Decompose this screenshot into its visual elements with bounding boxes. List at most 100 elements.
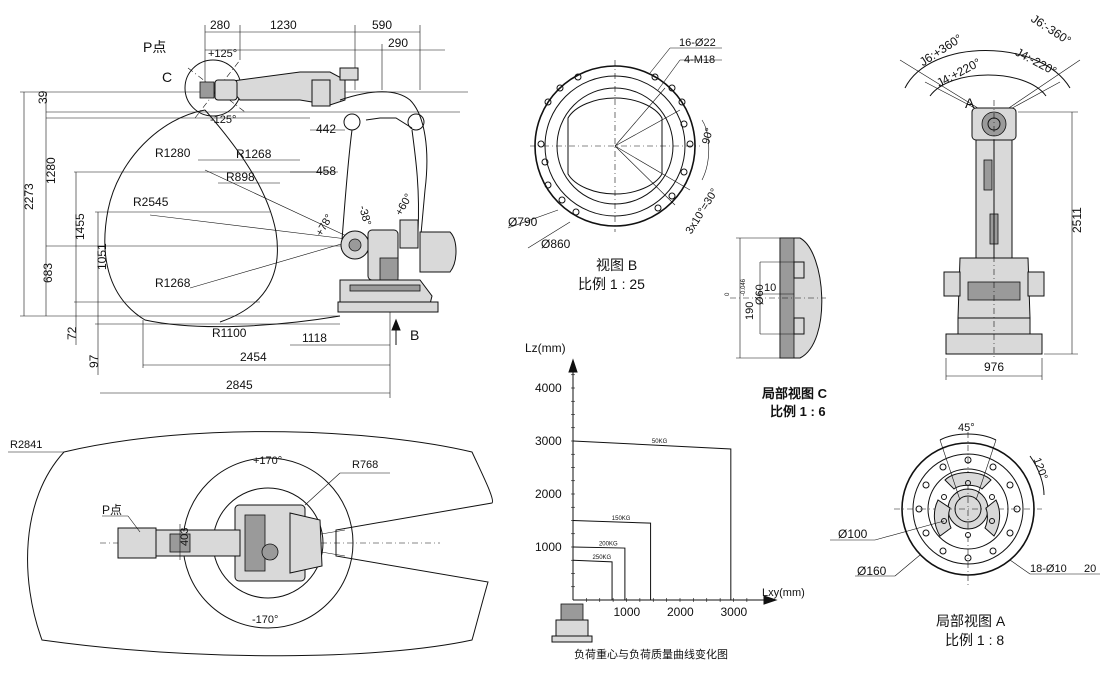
radius-r898: R898 <box>226 170 255 184</box>
chart-xlabel: Lxy(mm) <box>762 587 805 599</box>
view-b-hole-label: 16-Ø22 <box>679 37 716 49</box>
side-view-lower-arm <box>339 91 428 246</box>
view-b-inner-bore <box>567 97 663 195</box>
view-b-title: 视图 B <box>596 257 637 273</box>
top-view-wrist <box>117 527 157 559</box>
view-b-d860: Ø860 <box>541 237 571 251</box>
chart-robot-icon <box>551 603 593 643</box>
chart-series-label: 150KG <box>612 516 631 522</box>
dim-97: 97 <box>87 354 101 368</box>
dim-2845: 2845 <box>226 378 253 392</box>
radius-r1100: R1100 <box>212 326 247 340</box>
view-c-tol-lower: -0.046 <box>741 278 747 296</box>
view-b-angle-3x10: 3x10°=30° <box>684 186 721 236</box>
chart-x-tick-label: 3000 <box>721 605 748 619</box>
view-c-scale: 比例 1 : 6 <box>770 404 826 419</box>
view-a-angle-120: 120° <box>1031 456 1050 481</box>
angle-b-label: -38° <box>356 204 373 227</box>
view-b-thread-label: 4-M18 <box>684 54 715 66</box>
dim-1230: 1230 <box>270 18 297 32</box>
chart-series-label: 250KG <box>593 555 612 561</box>
top-view-angle-neg: -170° <box>252 614 278 626</box>
chart-series-line <box>572 546 626 600</box>
view-a-depth: 20 <box>1084 563 1096 575</box>
view-a-holes: 18-Ø10 <box>1030 563 1067 575</box>
view-c-tol-upper: 0 <box>725 292 731 296</box>
side-view: P点 C B +125° -125° +78° -38° +60° 280 12… <box>20 18 468 398</box>
view-a-angle-45: 45° <box>958 422 975 434</box>
angle-top-label: +125° <box>208 48 237 60</box>
chart-series-line <box>572 559 613 600</box>
view-a-bolt-holes <box>915 456 1021 562</box>
chart-x-tick-label: 1000 <box>614 605 641 619</box>
view-b-d790: Ø790 <box>508 215 538 229</box>
front-view-a-label: A <box>965 95 975 111</box>
side-view-counterbalance <box>419 231 457 273</box>
front-view-dim-976: 976 <box>984 360 1004 374</box>
view-c-d60: Ø60 <box>754 284 766 305</box>
chart-y-tick-label: 4000 <box>535 381 562 395</box>
view-a: 45° 120° Ø100 Ø160 18-Ø10 20 局部视图 A 比例 1… <box>830 422 1100 648</box>
c-label: C <box>162 69 172 85</box>
front-view-j6-neg: J6:-360° <box>1028 12 1073 48</box>
dim-1280: 1280 <box>44 157 58 184</box>
top-view-angle-pos: +170° <box>253 455 282 467</box>
front-view-j6-pos: J6:+360° <box>917 31 965 69</box>
view-b-scale: 比例 1 : 25 <box>578 276 645 292</box>
dim-280: 280 <box>210 18 230 32</box>
chart-x-tick-label: 2000 <box>667 605 694 619</box>
b-label: B <box>410 327 419 343</box>
chart-series-line <box>572 440 732 600</box>
dim-442: 442 <box>316 122 336 136</box>
view-c-dim-10: 10 <box>764 282 776 294</box>
top-view-p-point: P点 <box>102 503 122 517</box>
view-b: 16-Ø22 4-M18 90° 3x10°=30° Ø790 Ø860 视图 … <box>507 37 722 292</box>
chart-y-tick-label: 3000 <box>535 434 562 448</box>
dim-1118: 1118 <box>302 331 327 345</box>
top-view-dim-403: 403 <box>179 528 191 546</box>
angle-bottom-label: -125° <box>210 114 236 126</box>
chart-series-line <box>572 520 652 600</box>
dim-2454: 2454 <box>240 350 267 364</box>
chart-title: 负荷重心与负荷质量曲线变化图 <box>574 647 728 661</box>
top-view-r2841: R2841 <box>10 439 42 451</box>
side-view-work-envelope <box>104 109 341 328</box>
p-point-label: P点 <box>143 39 166 55</box>
view-a-title: 局部视图 A <box>936 613 1006 629</box>
dim-39: 39 <box>36 90 50 104</box>
dim-590: 590 <box>372 18 392 32</box>
top-view-arm <box>149 529 241 557</box>
chart-y-tick-label: 2000 <box>535 487 562 501</box>
view-c-d190: 190 <box>744 302 756 320</box>
radius-r2545: R2545 <box>133 195 169 209</box>
view-a-d100: Ø100 <box>838 527 868 541</box>
front-view-dim-2511: 2511 <box>1070 207 1084 233</box>
top-view: R2841 R768 P点 403 +170° -170° <box>8 431 494 657</box>
view-c-title: 局部视图 C <box>762 386 828 401</box>
dim-290: 290 <box>388 36 408 50</box>
dim-2273: 2273 <box>22 183 36 210</box>
load-chart: 1000 2000 3000 4000 1000 2000 3000 50KG 150KG 20… <box>525 341 805 661</box>
chart-series-label: 200KG <box>599 542 618 548</box>
chart-y-tick-label: 1000 <box>535 540 562 554</box>
angle-c-label: +60° <box>393 192 415 218</box>
dim-1051: 1051 <box>95 243 109 270</box>
angle-a-label: +78° <box>314 212 336 238</box>
view-b-bolt-holes <box>537 73 694 216</box>
front-view: J6:+360° J6:-360° J4:+220° J4:-220° A 25… <box>899 12 1084 380</box>
chart-series-label: 50KG <box>652 439 668 445</box>
view-a-scale: 比例 1 : 8 <box>945 632 1004 648</box>
dim-458: 458 <box>316 164 336 178</box>
radius-r1268-upper: R1268 <box>236 147 272 161</box>
top-view-work-envelope <box>27 431 494 657</box>
dim-683: 683 <box>41 263 55 283</box>
dim-1455: 1455 <box>73 213 87 240</box>
front-view-j4-neg: J4:-220° <box>1013 45 1059 78</box>
view-a-d160: Ø160 <box>857 564 887 578</box>
view-c: 10 Ø60 190 0 -0.046 局部视图 C 比例 1 : 6 <box>725 237 828 419</box>
radius-r1280: R1280 <box>155 146 191 160</box>
top-view-r768: R768 <box>352 459 378 471</box>
dim-72: 72 <box>65 326 79 340</box>
chart-ylabel: Lz(mm) <box>525 341 566 355</box>
